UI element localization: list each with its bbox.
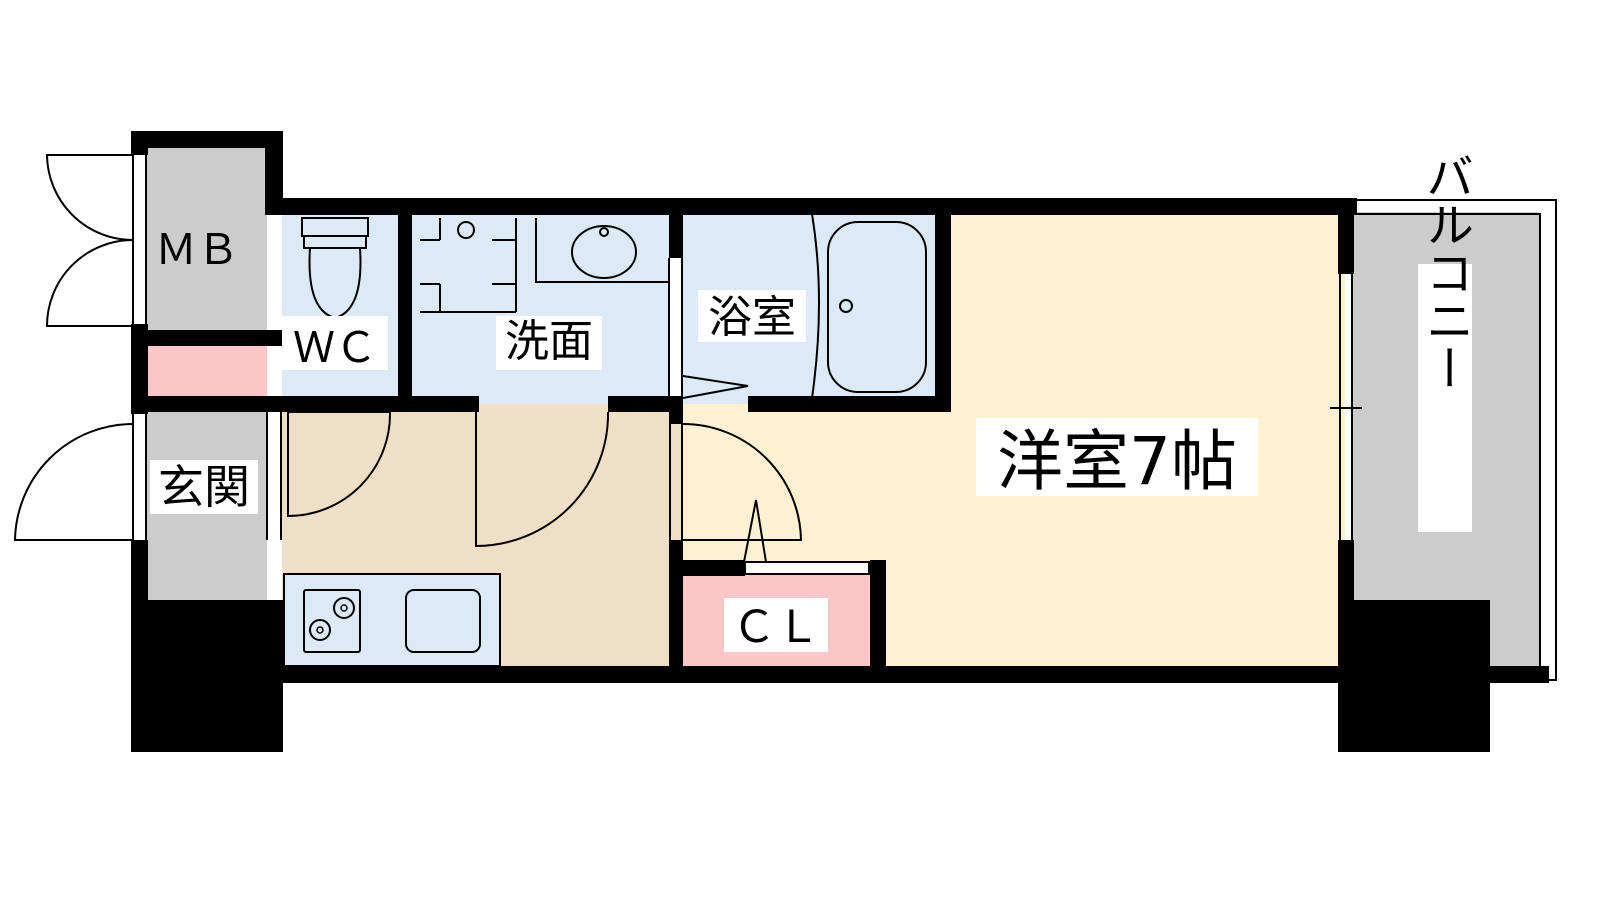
stove-icon [303,589,361,653]
mb-label: ＭＢ [155,225,239,274]
wc-label: ＷＣ [293,323,377,372]
closet-door-swing [743,499,767,563]
walls [131,131,1549,752]
entrance-door-swing [13,422,134,541]
mb-door-swing [45,154,134,242]
bath-door-swing [682,375,749,399]
shoe-storage [147,346,267,396]
kitchen-sink-icon [405,589,481,653]
closet-label: ＣＬ [732,602,820,653]
entrance-label: 玄関 [158,460,250,514]
washing-machine-space [420,218,517,313]
kitchen-counter [283,573,501,667]
door-swings [13,154,803,563]
wc-floor [282,212,398,404]
wash-basin-icon [535,218,668,283]
windows [132,155,1557,681]
washroom-label: 洗面 [505,316,593,367]
balcony-label: バルコニー [1417,152,1473,392]
wc-door-swing [287,411,392,518]
washroom-door-swing [475,411,610,548]
washroom-floor [412,212,670,404]
bathroom-label: 浴室 [708,292,796,343]
room-door-swing [682,423,803,541]
western-room-label: 洋室7帖 [997,423,1237,500]
bathtub-icon [811,213,927,399]
